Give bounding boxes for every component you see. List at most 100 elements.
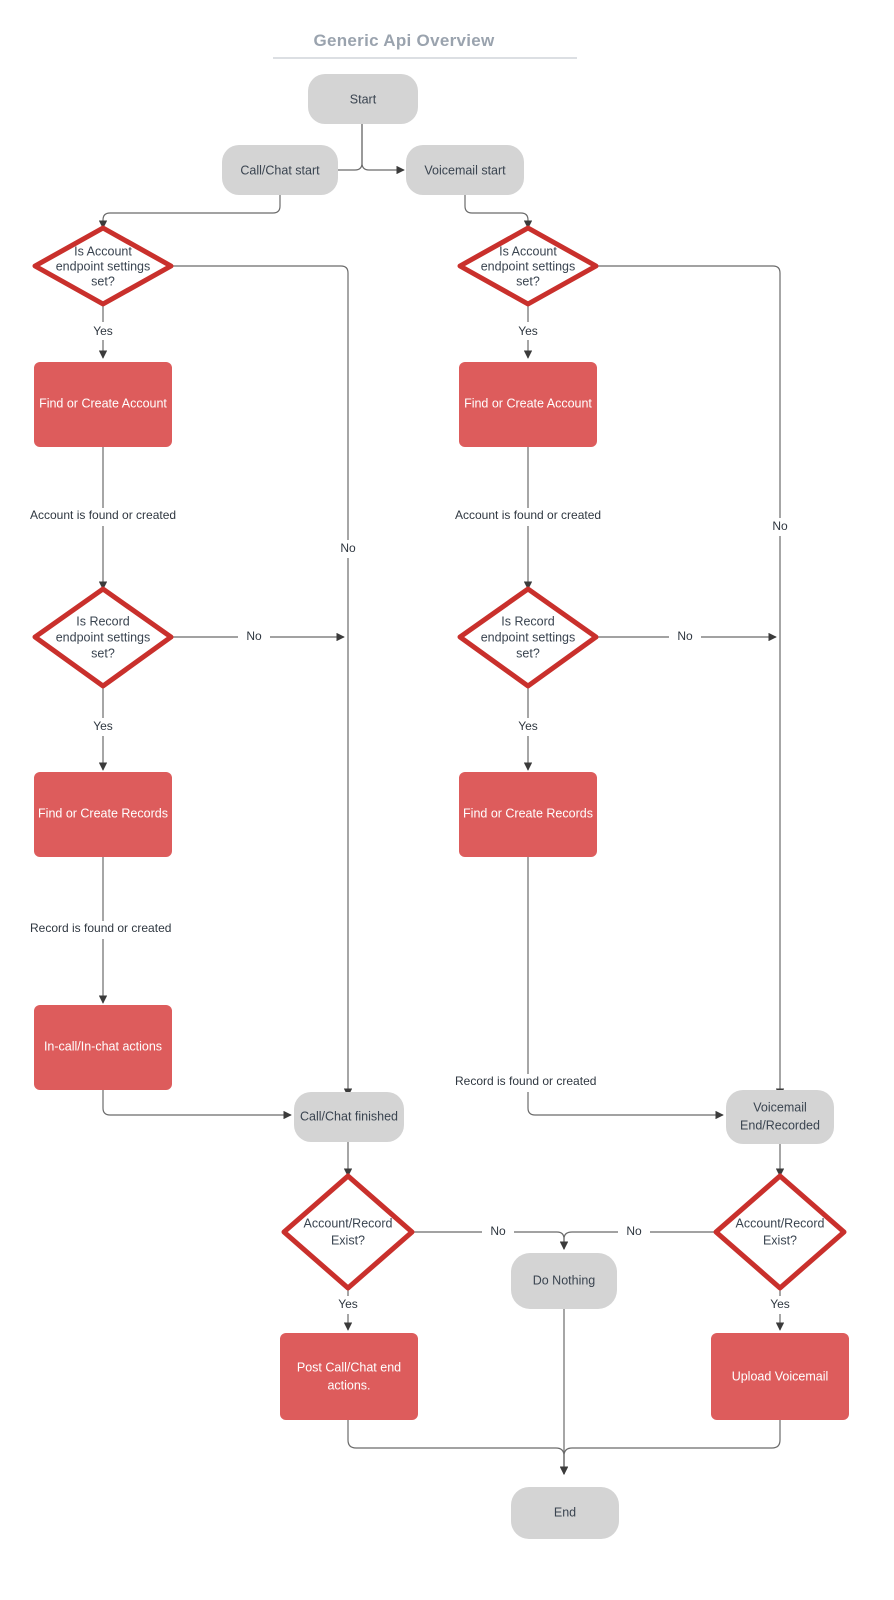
label-bg: [453, 508, 613, 526]
decision-account-endpoint-left-shape: [32, 225, 174, 307]
node-voicemail-start[interactable]: Voicemail start: [406, 145, 524, 195]
process-post-call-chat-end-actions-shape: [280, 1333, 418, 1420]
edge-label-no-account-right: No: [772, 519, 788, 533]
label-bg: [238, 628, 270, 646]
process-post-call-chat-end-actions-line1: Post Call/Chat end: [297, 1360, 401, 1374]
process-find-create-account-left-label: Find or Create Account: [39, 396, 167, 410]
process-in-call-actions-shape: [34, 1005, 172, 1090]
process-find-create-records-left-label: Find or Create Records: [38, 806, 168, 820]
decision-account-record-exist-right-shape: [713, 1173, 847, 1291]
edge-label-yes-record-left: Yes: [93, 719, 113, 733]
edge-uploadvm-to-end: [559, 1420, 781, 1475]
node-start-shape: [308, 74, 418, 124]
node-call-chat-finished-label: Call/Chat finished: [300, 1109, 398, 1123]
process-in-call-actions-label: In-call/In-chat actions: [44, 1039, 162, 1053]
edge-label-account-found-left: Account is found or created: [30, 508, 176, 522]
edge-account-no-left: [171, 265, 353, 1097]
decision-account-endpoint-left-line2: endpoint settings: [56, 259, 151, 273]
process-post-call-chat-end-actions[interactable]: Post Call/Chat end actions.: [280, 1333, 418, 1420]
process-find-create-account-left[interactable]: Find or Create Account: [34, 362, 172, 447]
label-bg: [28, 921, 184, 939]
label-bg: [669, 628, 701, 646]
decision-account-endpoint-left[interactable]: Is Account endpoint settings set?: [32, 225, 174, 307]
decision-record-endpoint-right-line2: endpoint settings: [481, 630, 576, 644]
node-voicemail-start-label: Voicemail start: [424, 163, 506, 177]
decision-account-endpoint-right[interactable]: Is Account endpoint settings set?: [457, 225, 599, 307]
process-find-create-account-right-shape: [459, 362, 597, 447]
edge-account-no-right: [596, 265, 785, 1097]
process-find-create-records-right[interactable]: Find or Create Records: [459, 772, 597, 857]
edge-label-record-found-right: Record is found or created: [455, 1074, 596, 1088]
edge-postcall-to-end: [347, 1420, 569, 1475]
decision-account-record-exist-right-line1: Account/Record: [736, 1216, 825, 1230]
decision-account-record-exist-right[interactable]: Account/Record Exist?: [713, 1173, 847, 1291]
node-end-label: End: [554, 1505, 576, 1519]
label-bg: [510, 718, 546, 736]
process-find-create-records-left-shape: [34, 772, 172, 857]
node-call-chat-finished-shape: [294, 1092, 404, 1142]
node-call-chat-finished[interactable]: Call/Chat finished: [294, 1092, 404, 1142]
edge-label-yes-account-left: Yes: [93, 324, 113, 338]
decision-account-endpoint-left-line1: Is Account: [74, 244, 132, 258]
edge-label-record-found-left: Record is found or created: [30, 921, 171, 935]
label-bg: [762, 1296, 798, 1314]
decision-record-endpoint-right-line3: set?: [516, 646, 540, 660]
diagram-title: Generic Api Overview: [313, 31, 495, 50]
edge-label-no-exist-right: No: [626, 1224, 642, 1238]
decision-record-endpoint-left-line2: endpoint settings: [56, 630, 151, 644]
process-find-create-account-right-label: Find or Create Account: [464, 396, 592, 410]
process-post-call-chat-end-actions-line2: actions.: [327, 1378, 370, 1392]
decision-record-endpoint-left[interactable]: Is Record endpoint settings set?: [32, 586, 174, 689]
edge-voicemail-to-account-right: [464, 195, 533, 229]
edge-label-yes-exist-left: Yes: [338, 1297, 358, 1311]
decision-account-record-exist-left-shape: [281, 1173, 415, 1291]
process-find-create-records-left[interactable]: Find or Create Records: [34, 772, 172, 857]
node-do-nothing-shape: [511, 1253, 617, 1309]
decision-record-endpoint-left-shape: [32, 586, 174, 689]
node-call-chat-start[interactable]: Call/Chat start: [222, 145, 338, 195]
decision-record-endpoint-right-shape: [457, 586, 599, 689]
decision-record-endpoint-left-line1: Is Record: [76, 614, 130, 628]
node-start-label: Start: [350, 92, 377, 106]
label-bg: [28, 508, 188, 526]
label-bg: [510, 322, 546, 340]
label-bg: [764, 518, 796, 536]
decision-account-endpoint-right-line3: set?: [516, 274, 540, 288]
process-in-call-actions[interactable]: In-call/In-chat actions: [34, 1005, 172, 1090]
edge-incall-to-finished: [102, 1090, 292, 1120]
process-find-create-account-left-shape: [34, 362, 172, 447]
process-upload-voicemail-label: Upload Voicemail: [732, 1369, 829, 1383]
node-end[interactable]: End: [511, 1487, 619, 1539]
edge-records-to-voicemailend: [527, 857, 724, 1120]
decision-account-endpoint-left-line3: set?: [91, 274, 115, 288]
decision-record-endpoint-right[interactable]: Is Record endpoint settings set?: [457, 586, 599, 689]
edge-label-no-account-left: No: [340, 541, 356, 555]
decision-record-endpoint-left-line3: set?: [91, 646, 115, 660]
label-bg: [85, 322, 121, 340]
process-upload-voicemail[interactable]: Upload Voicemail: [711, 1333, 849, 1420]
decision-account-endpoint-right-shape: [457, 225, 599, 307]
process-find-create-account-right[interactable]: Find or Create Account: [459, 362, 597, 447]
process-find-create-records-right-shape: [459, 772, 597, 857]
node-voicemail-end-recorded[interactable]: Voicemail End/Recorded: [726, 1090, 834, 1144]
label-bg: [332, 540, 364, 558]
node-start[interactable]: Start: [308, 74, 418, 124]
edge-start-to-voicemail: [361, 124, 405, 175]
decision-record-endpoint-right-line1: Is Record: [501, 614, 555, 628]
edge-exist-no-right: [559, 1231, 716, 1250]
label-bg: [618, 1223, 650, 1241]
node-do-nothing[interactable]: Do Nothing: [511, 1253, 617, 1309]
label-bg: [330, 1296, 366, 1314]
node-end-shape: [511, 1487, 619, 1539]
decision-account-endpoint-right-line1: Is Account: [499, 244, 557, 258]
decision-account-record-exist-left[interactable]: Account/Record Exist?: [281, 1173, 415, 1291]
edge-label-no-exist-left: No: [490, 1224, 506, 1238]
decision-account-record-exist-left-line2: Exist?: [331, 1233, 365, 1247]
node-voicemail-end-recorded-line2: End/Recorded: [740, 1118, 820, 1132]
label-bg: [85, 718, 121, 736]
node-call-chat-start-shape: [222, 145, 338, 195]
node-call-chat-start-label: Call/Chat start: [240, 163, 320, 177]
node-voicemail-end-recorded-line1: Voicemail: [753, 1100, 807, 1114]
edge-callchat-to-account-left: [98, 195, 281, 229]
